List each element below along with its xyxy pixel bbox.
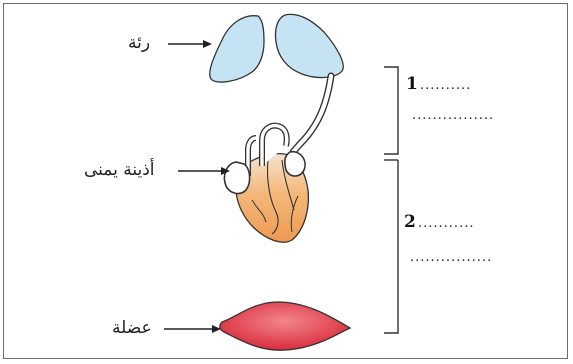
muscle-label: عضلة — [112, 318, 152, 338]
bracket-2 — [384, 160, 398, 333]
lung-label: رئة — [128, 33, 150, 53]
pulmonary-vessel — [293, 76, 331, 152]
blank-2-line-2: ................ — [410, 250, 492, 265]
right-atrium-label: أذينة يمنى — [84, 160, 155, 180]
left-lung-shape — [210, 16, 264, 82]
blank-2-line-1: ........... — [418, 216, 474, 231]
muscle-shape — [220, 302, 350, 350]
right-lung-shape — [275, 14, 343, 77]
right-atrium-shape — [224, 162, 249, 193]
blank-1-line-1: .......... — [420, 78, 471, 93]
blank-1-number: 1 — [406, 74, 418, 94]
bracket-1 — [384, 67, 398, 154]
blank-2-number: 2 — [404, 212, 416, 232]
blank-1-line-2: ................ — [412, 108, 494, 123]
